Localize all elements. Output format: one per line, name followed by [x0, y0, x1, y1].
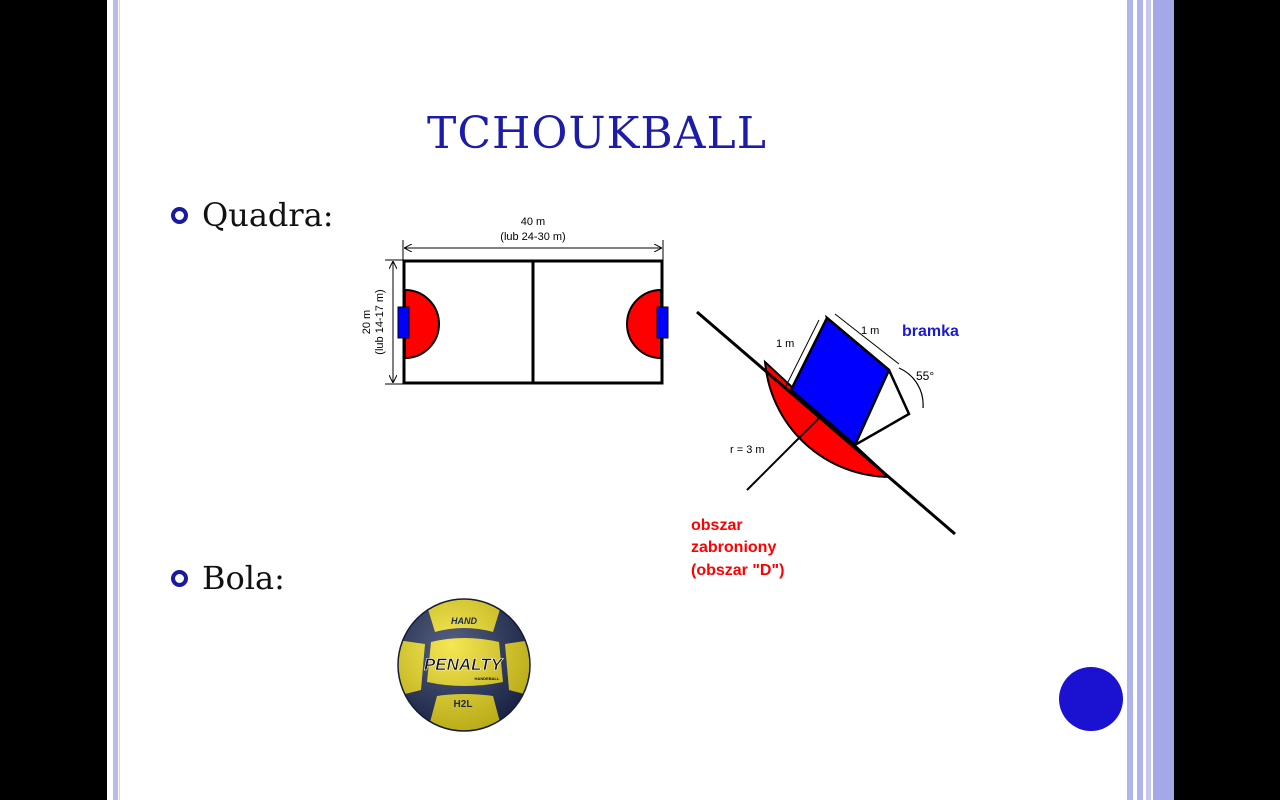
zone-label-line-1: obszar [691, 517, 743, 534]
bullet-label: Quadra: [202, 196, 334, 234]
bullet-icon [171, 569, 188, 587]
radius-label: r = 3 m [730, 444, 765, 456]
side-label-2: 1 m [861, 325, 879, 337]
slide-title: TCHOUKBALL [427, 108, 767, 159]
ball-model: H2L [454, 699, 473, 710]
angle-label: 55° [916, 369, 934, 383]
court-width-label: 40 m [521, 216, 545, 228]
bullet-bola: Bola: [171, 559, 285, 597]
angle-arc [898, 367, 924, 409]
bullet-icon [171, 206, 188, 224]
ball-logo-top: HAND [451, 616, 477, 626]
zone-label-line-2: zabroniony [691, 539, 776, 556]
left-goal [397, 306, 410, 339]
goal-panel [789, 316, 891, 448]
ball-sub-brand: HANDEBALL [475, 676, 500, 681]
side-dimension-line-1 [784, 319, 820, 389]
left-border-stripe [113, 0, 118, 800]
ball-brand: PENALTY [424, 655, 504, 674]
goal-label: bramka [902, 323, 959, 340]
side-label-1: 1 m [776, 338, 794, 350]
bullet-quadra: Quadra: [171, 196, 334, 234]
slide: TCHOUKBALL Quadra: Bola: 40 m (lub 24-30… [107, 0, 1174, 800]
bullet-label: Bola: [202, 559, 285, 597]
radius-line [746, 415, 822, 491]
right-border-stripe [1153, 0, 1174, 800]
zone-label-line-3: (obszar "D") [691, 562, 784, 579]
handball-image: HAND PENALTY HANDEBALL H2L [397, 598, 531, 732]
navigation-circle-button[interactable] [1059, 667, 1123, 731]
left-forbidden-zone [404, 288, 440, 360]
goal-line [696, 310, 956, 536]
right-goal [656, 306, 669, 339]
right-border-stripe [1127, 0, 1133, 800]
side-dimension-line-2 [834, 313, 900, 365]
right-border-stripe [1137, 0, 1143, 800]
right-forbidden-zone [626, 288, 662, 360]
goal-area-diagram: r = 3 m 1 m 1 m bramka 55° obszar zabron… [691, 310, 959, 579]
court-diagram: 40 m (lub 24-30 m) 20 m (lub 14-17 m) [361, 216, 669, 385]
court-height-label: 20 m [361, 310, 373, 334]
left-border-line [119, 0, 120, 800]
right-border-stripe [1146, 0, 1151, 800]
court-height-alt-label: (lub 14-17 m) [374, 289, 386, 354]
court-width-alt-label: (lub 24-30 m) [500, 231, 565, 243]
